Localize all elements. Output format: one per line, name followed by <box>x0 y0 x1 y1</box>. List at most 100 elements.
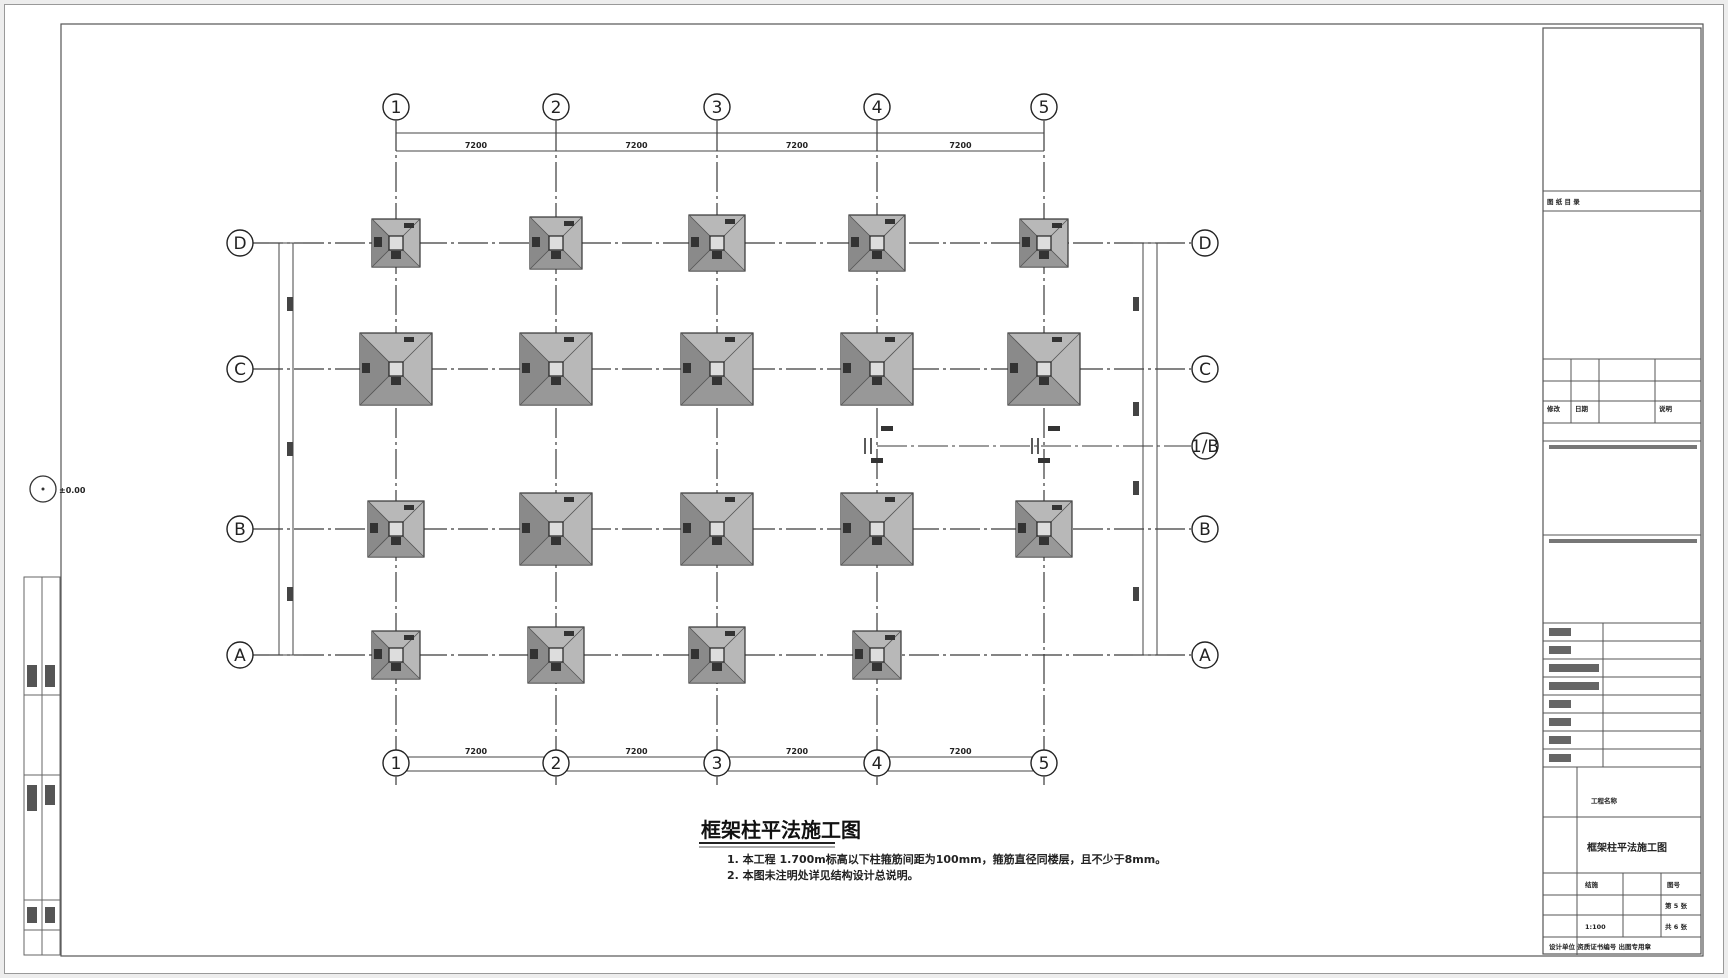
footing-shade-left <box>853 631 877 679</box>
column-mark-left <box>855 649 863 659</box>
footer-text: 设计单位 资质证书编号 出图专用章 <box>1549 942 1652 951</box>
column-footing-D1 <box>371 218 421 268</box>
column-mark-below <box>872 663 882 671</box>
drawing-title-group: 框架柱平法施工图 1. 本工程 1.700m标高以下柱箍筋间距为100mm，箍筋… <box>699 818 1166 882</box>
column-tag <box>404 223 414 228</box>
footing-shade-bottom <box>841 369 913 405</box>
axis-bottom-5: 5 <box>1030 749 1058 777</box>
drawing-name: 框架柱平法施工图 <box>1587 841 1667 854</box>
symbol-tag <box>881 426 893 431</box>
number-label: 图号 <box>1667 880 1681 889</box>
axis-bottom-1: 1 <box>382 749 410 777</box>
footing-shade-bottom <box>681 529 753 565</box>
footing-shade-bottom <box>520 529 592 565</box>
symbol-tag-below <box>871 458 883 463</box>
column-footing-A4 <box>852 630 902 680</box>
span-label-bottom: 7200 <box>625 747 648 756</box>
axis-top-2: 2 <box>542 93 570 121</box>
span-label-top: 7200 <box>786 141 809 150</box>
column-section <box>869 521 885 537</box>
column-section <box>1036 521 1052 537</box>
axis-bubble <box>1030 749 1058 777</box>
column-mark-left <box>522 363 530 373</box>
axis-left-B: B <box>226 515 254 543</box>
axis-bubble <box>226 641 254 669</box>
column-tag <box>725 219 735 224</box>
axis-bottom-4: 4 <box>863 749 891 777</box>
column-mark-left <box>370 523 378 533</box>
axis-label: D <box>1198 234 1211 254</box>
axis-left-D: D <box>226 229 254 257</box>
column-mark-below <box>551 663 561 671</box>
axis-bubble <box>1191 515 1219 543</box>
column-tag <box>725 337 735 342</box>
column-footing-C5 <box>1007 332 1081 406</box>
axis-bubble <box>226 355 254 383</box>
column-tag <box>564 221 574 226</box>
revision-col-2: 日期 <box>1575 404 1589 413</box>
axis-label: 4 <box>872 754 883 774</box>
column-footing-B1 <box>367 500 425 558</box>
axis-top-5: 5 <box>1030 93 1058 121</box>
axis-bubble <box>1191 641 1219 669</box>
footing-shade-bottom <box>360 369 432 405</box>
column-tag <box>885 497 895 502</box>
footing-shade-left <box>372 219 396 267</box>
total-sheets: 共 6 张 <box>1665 922 1688 931</box>
footing-shade-left <box>1008 333 1044 405</box>
column-mark-left <box>374 649 382 659</box>
drawing-title: 框架柱平法施工图 <box>701 818 861 842</box>
column-mark-below <box>872 537 882 545</box>
axis-label: 4 <box>872 98 883 118</box>
span-label-top: 7200 <box>625 141 648 150</box>
axis-label: 5 <box>1039 98 1050 118</box>
span-label-bottom: 7200 <box>949 747 972 756</box>
axis-right-3: B <box>1191 515 1219 543</box>
axis-label: C <box>1199 360 1211 380</box>
column-section <box>709 521 725 537</box>
column-mark-below <box>391 663 401 671</box>
column-section <box>869 361 885 377</box>
column-section <box>709 235 725 251</box>
column-footing-C4 <box>840 332 914 406</box>
column-tag <box>564 631 574 636</box>
column-symbol-1B-4 <box>864 426 893 463</box>
footing-shade-left <box>681 333 717 405</box>
column-mark-below <box>1039 251 1049 259</box>
axis-bottom-2: 2 <box>542 749 570 777</box>
column-footing-D3 <box>688 214 746 272</box>
signature-rows <box>1543 623 1701 768</box>
symbol-tag <box>1048 426 1060 431</box>
column-footing-D2 <box>529 216 583 270</box>
axis-right-1: C <box>1191 355 1219 383</box>
footing-shade-left <box>368 501 396 557</box>
axis-left-C: C <box>226 355 254 383</box>
axis-label: 1 <box>391 754 402 774</box>
column-section <box>548 361 564 377</box>
column-section <box>869 235 885 251</box>
column-mark-left <box>522 523 530 533</box>
project-label: 工程名称 <box>1591 796 1618 805</box>
column-mark-below <box>391 377 401 385</box>
column-footing-C1 <box>359 332 433 406</box>
elevation-marker: ±0.00 <box>29 475 86 503</box>
column-mark-below <box>872 251 882 259</box>
span-label-top: 7200 <box>465 141 488 150</box>
footing-shade-left <box>841 493 877 565</box>
footing-shade-left <box>530 217 556 269</box>
column-mark-below <box>391 537 401 545</box>
symbol-tag-below <box>1038 458 1050 463</box>
column-tag <box>885 337 895 342</box>
footing-shade-left <box>1016 501 1044 557</box>
column-footing-B2 <box>519 492 593 566</box>
footing-shade-bottom <box>520 369 592 405</box>
axis-left-A: A <box>226 641 254 669</box>
column-mark-below <box>1039 537 1049 545</box>
column-mark-below <box>872 377 882 385</box>
column-tag <box>404 635 414 640</box>
footing-shade-bottom <box>841 529 913 565</box>
column-footings <box>359 214 1081 684</box>
axis-label: 1/B <box>1191 437 1219 457</box>
column-mark-left <box>851 237 859 247</box>
footing-shade-left <box>528 627 556 683</box>
